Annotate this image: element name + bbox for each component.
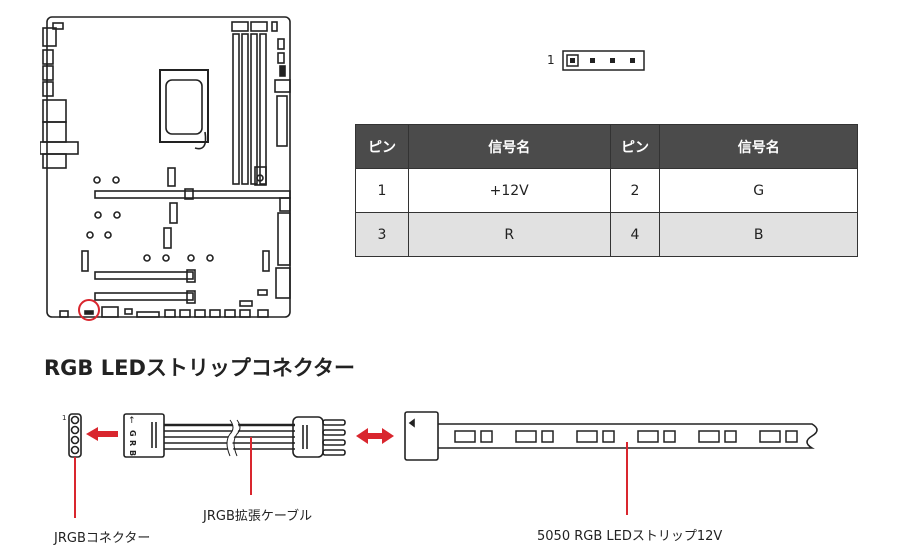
- header-signal: 信号名: [407, 124, 611, 169]
- cable-pin-g: G: [128, 430, 137, 437]
- cell: +12V: [407, 168, 611, 213]
- jrgb-connector-icon: [68, 413, 82, 458]
- rgb-connection-diagram: 1 ↑ G R B: [62, 411, 818, 518]
- jrgb-pin-header: 1: [540, 48, 650, 78]
- pin-definition-table: ピン 信号名 ピン 信号名 1 +12V 2 G 3 R 4 B: [355, 124, 858, 257]
- header-signal: 信号名: [659, 124, 858, 169]
- cell: 2: [609, 168, 661, 213]
- extension-cable: [164, 418, 295, 457]
- section-title: RGB LEDストリップコネクター: [44, 356, 356, 380]
- cell: 1: [355, 168, 409, 213]
- header-pin: ピン: [355, 124, 409, 169]
- led-strip-label: 5050 RGB LEDストリップ12V: [537, 529, 723, 544]
- cell: R: [407, 212, 611, 257]
- arrow-left-icon: [86, 427, 118, 441]
- jrgb-cable-label: JRGB拡張ケーブル: [203, 509, 313, 524]
- table-header-row: ピン 信号名 ピン 信号名: [355, 124, 858, 169]
- led-strip-icon: [404, 411, 818, 461]
- cell: 4: [609, 212, 661, 257]
- connector-pin1-label: 1: [62, 414, 66, 422]
- double-arrow-icon: [356, 428, 394, 444]
- cable-pin-r: R: [128, 440, 137, 446]
- header-pin: ピン: [609, 124, 661, 169]
- cell: G: [659, 168, 858, 213]
- table-row: 3 R 4 B: [355, 212, 858, 257]
- jrgb-connector-label: JRGBコネクター: [54, 531, 151, 546]
- pin1-label: 1: [547, 53, 555, 67]
- motherboard-diagram: [40, 16, 291, 321]
- cable-pin-b: B: [128, 450, 137, 456]
- table-row: 1 +12V 2 G: [355, 168, 858, 213]
- cell: 3: [355, 212, 409, 257]
- pin-header-icon: [562, 50, 645, 71]
- svg-text:↑: ↑: [128, 416, 136, 426]
- cell: B: [659, 212, 858, 257]
